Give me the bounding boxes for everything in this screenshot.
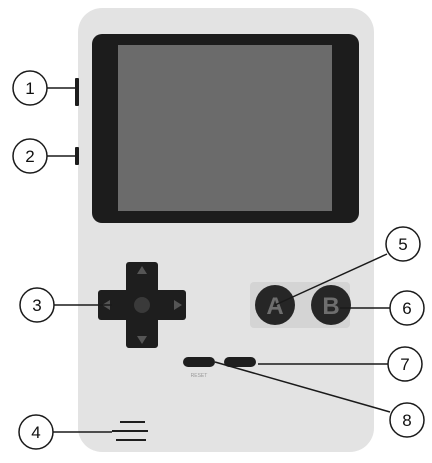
callout-1: 1: [12, 70, 48, 106]
callout-3: 3: [19, 287, 55, 323]
d-pad-center: [134, 297, 150, 313]
callout-5: 5: [385, 226, 421, 262]
callout-leaders: [47, 87, 391, 433]
callout-5-leader: [274, 253, 388, 306]
callout-5-number: 5: [398, 235, 407, 254]
callout-2-number: 2: [25, 147, 34, 166]
callout-7-number: 7: [400, 355, 409, 374]
side-switch-top[interactable]: [75, 78, 79, 106]
b-button-circle[interactable]: [311, 285, 351, 325]
start-button[interactable]: [224, 357, 256, 367]
speaker-grille-icon: [112, 421, 148, 441]
callout-7: 7: [387, 346, 423, 382]
b-button-label: B: [322, 293, 339, 320]
screen-display: [118, 45, 332, 211]
callout-6-number: 6: [402, 299, 411, 318]
callout-3-number: 3: [32, 296, 41, 315]
callout-6: 6: [389, 290, 425, 326]
callout-8-leader: [214, 361, 391, 413]
d-pad[interactable]: [98, 262, 186, 348]
b-button[interactable]: B: [311, 285, 351, 325]
callout-2: 2: [12, 138, 48, 174]
a-button-label: A: [266, 293, 283, 320]
callout-8-number: 8: [402, 411, 411, 430]
d-pad-down-arrow-icon[interactable]: [137, 336, 147, 344]
callout-4: 4: [18, 414, 54, 450]
callout-4-number: 4: [31, 423, 40, 442]
d-pad-right-arrow-icon[interactable]: [174, 300, 182, 310]
side-switch-bottom[interactable]: [75, 147, 79, 165]
callout-8: 8: [389, 402, 425, 438]
reset-button[interactable]: [183, 357, 215, 367]
d-pad-up-arrow-icon[interactable]: [137, 266, 147, 274]
reset-button-label: RESET: [191, 373, 208, 379]
callout-1-number: 1: [25, 79, 34, 98]
